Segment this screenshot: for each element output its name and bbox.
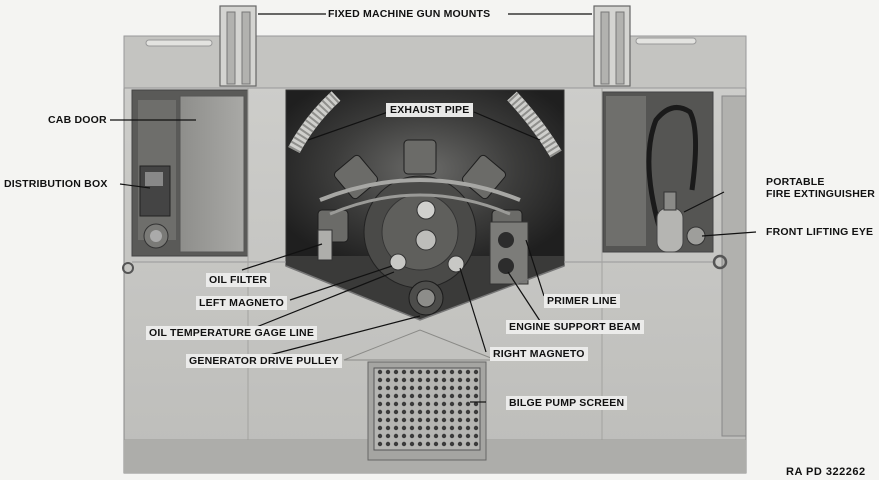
left-gun-mount <box>219 5 257 87</box>
left-lifting-eye <box>122 262 134 274</box>
label-portable-fire-extinguisher-1: PORTABLE <box>766 176 825 188</box>
label-oil-temperature-gage-line: OIL TEMPERATURE GAGE LINE <box>146 326 318 340</box>
right-gun-mount <box>593 5 631 87</box>
label-right-magneto: RIGHT MAGNETO <box>490 347 588 361</box>
label-fixed-machine-gun-mounts: FIXED MACHINE GUN MOUNTS <box>328 8 491 20</box>
label-oil-filter: OIL FILTER <box>206 273 271 287</box>
label-cab-door: CAB DOOR <box>48 114 107 126</box>
label-portable-fire-extinguisher-2: FIRE EXTINGUISHER <box>766 188 875 200</box>
figure-number: RA PD 322262 <box>786 466 866 478</box>
label-primer-line: PRIMER LINE <box>544 294 620 308</box>
right-lifting-eye <box>712 254 728 270</box>
label-generator-drive-pulley: GENERATOR DRIVE PULLEY <box>186 354 342 368</box>
distribution-box-device <box>139 165 171 249</box>
label-exhaust-pipe: EXHAUST PIPE <box>386 103 474 117</box>
leader-lines <box>110 13 757 403</box>
exhaust-pipes <box>288 91 562 158</box>
bilge-hatch-top <box>343 329 497 361</box>
fire-extinguisher-device <box>646 105 706 253</box>
label-engine-support-beam: ENGINE SUPPORT BEAM <box>506 320 644 334</box>
bilge-pump-screen <box>367 361 487 461</box>
label-left-magneto: LEFT MAGNETO <box>196 296 288 310</box>
label-distribution-box: DISTRIBUTION BOX <box>4 178 108 190</box>
label-bilge-pump-screen: BILGE PUMP SCREEN <box>506 396 628 410</box>
label-front-lifting-eye: FRONT LIFTING EYE <box>766 226 874 238</box>
engine-support-beam-plate <box>489 221 529 285</box>
